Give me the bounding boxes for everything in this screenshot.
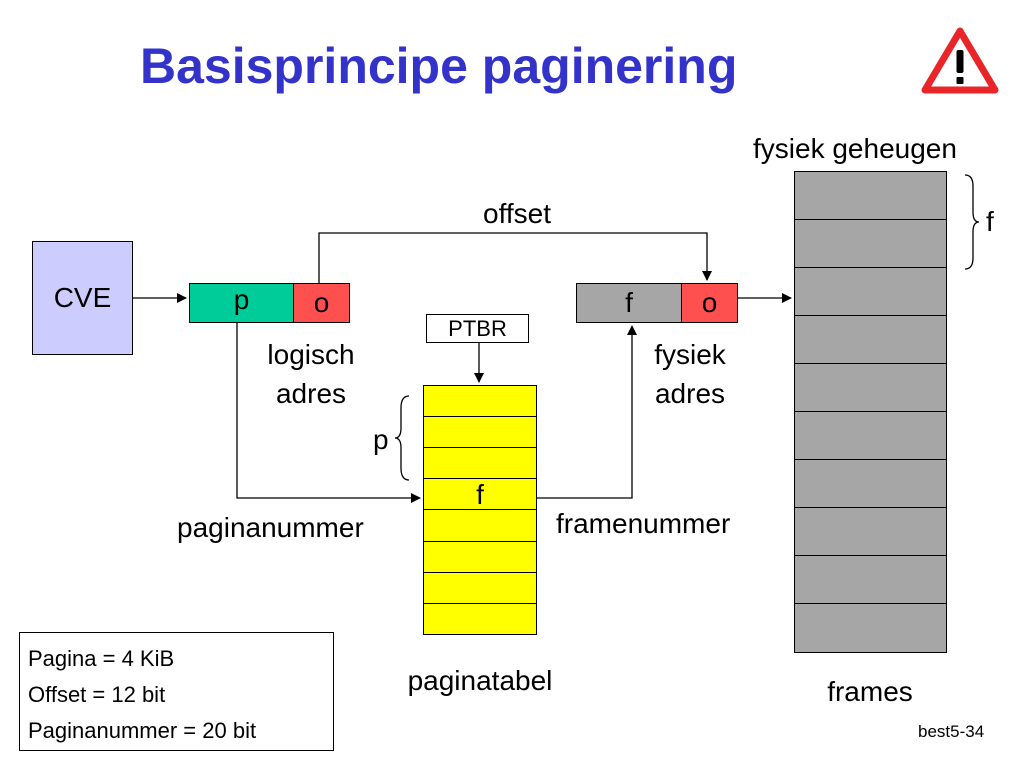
frames-caption: frames [827,676,913,707]
memory-brace-label: f [986,206,994,237]
page-table-brace-label: p [373,424,389,455]
ptbr-box: PTBR [426,314,529,343]
physical-offset-field: o [681,283,738,323]
memory-frame [794,315,947,365]
logical-page-field: p [189,283,294,323]
memory-frame [794,507,947,557]
info-box: Pagina = 4 KiB Offset = 12 bit Paginanum… [19,632,334,751]
page-table-row [423,571,537,605]
info-line-offset-bits: Offset = 12 bit [28,682,166,707]
slide-number: best5-34 [918,722,985,741]
memory-frame [794,363,947,413]
page-table-row [423,447,537,480]
memory-frame [794,603,947,653]
page-table-brace [394,395,410,481]
page-title: Basisprincipe paginering [140,38,738,94]
logical-offset-field: o [293,283,350,323]
page-table-caption: paginatabel [407,665,553,696]
frame-number-label: framenummer [556,508,731,539]
physical-memory-title: fysiek geheugen [753,133,957,164]
physical-address-caption-text: fysiek adres [654,339,726,409]
memory-frame [794,459,947,509]
memory-frame [794,267,947,317]
offset-label: offset [483,198,551,229]
info-line-page-size: Pagina = 4 KiB [28,646,175,671]
page-number-label: paginanummer [177,512,364,543]
memory-brace [964,174,980,270]
arrow-page-number [236,323,421,503]
memory-frame [794,219,947,269]
arrow-offset [318,232,712,283]
physical-address-caption: fysiek adres [628,335,752,413]
page-table-entry-frame: f [423,478,537,511]
page-table-row [423,416,537,449]
memory-frame [794,171,947,221]
info-line-page-number-bits: Paginanummer = 20 bit [28,718,257,743]
logical-address-caption-text: logisch adres [267,339,355,409]
arrow-frame-number [537,325,637,499]
memory-frame [794,411,947,461]
logical-address-caption: logisch adres [236,335,386,413]
page-table-row [423,540,537,574]
cpu-box: CVE [32,241,133,355]
page-table-row [423,385,537,418]
page-table-row [423,509,537,542]
warning-icon [921,27,999,94]
memory-frame [794,555,947,605]
physical-frame-field: f [576,283,682,323]
page-table-row [423,602,537,636]
